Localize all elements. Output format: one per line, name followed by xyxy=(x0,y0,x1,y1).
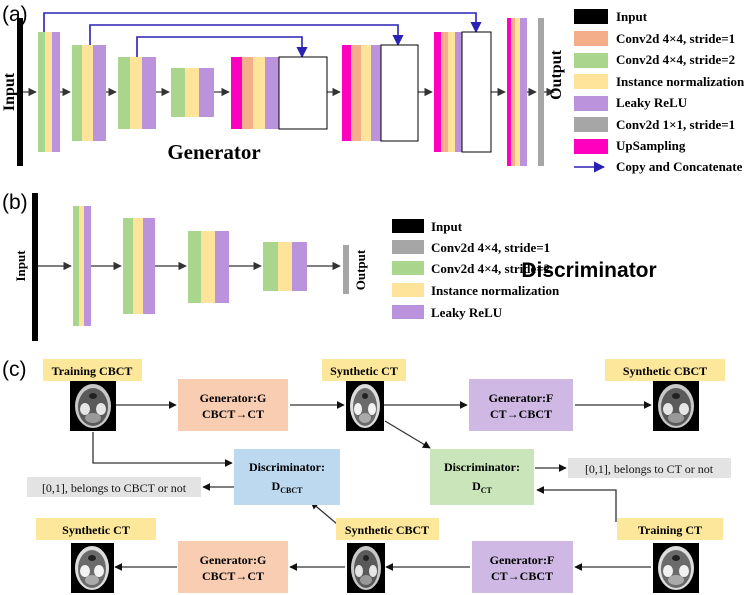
discriminator-block-4 xyxy=(263,242,307,291)
cycle-arrows xyxy=(92,401,652,571)
gen-g-bottom-line2: CBCT→CT xyxy=(202,569,264,583)
skip-connections xyxy=(43,12,482,59)
discriminator-legend: Input Conv2d 4×4, stride=1 Conv2d 4×4, s… xyxy=(392,219,560,320)
out-ct-text: [0,1], belongs to CT or not xyxy=(585,462,714,476)
panel-b: (b) Input xyxy=(2,191,657,341)
legend-b-item-0: Input xyxy=(431,219,463,234)
ct-scan-icon xyxy=(653,381,699,431)
skip-arrow-3 xyxy=(136,36,308,59)
synthetic-ct-bottom-label: Synthetic CT xyxy=(62,523,130,537)
generator-conv1x1-bar xyxy=(538,18,544,166)
legend-a-item-1: Conv2d 4×4, stride=1 xyxy=(616,31,735,46)
disc-ct-line2: DCT xyxy=(472,479,492,495)
synthetic-cbct-top-label: Synthetic CBCT xyxy=(623,364,707,378)
panel-c: (c) Training CBCT Synthetic CT Synth xyxy=(2,358,731,593)
ct-scan-icon xyxy=(346,381,384,431)
gen-f-top-line2: CT→CBCT xyxy=(490,407,552,421)
legend-a-item-2: Conv2d 4×4, stride=2 xyxy=(616,52,735,67)
ct-scan-icon xyxy=(71,543,114,593)
generator-final-block xyxy=(507,18,544,166)
skip-arrow-1 xyxy=(43,12,482,34)
generator-legend: Input Conv2d 4×4, stride=1 Conv2d 4×4, s… xyxy=(574,9,745,174)
gen-g-top-line2: CBCT→CT xyxy=(202,407,264,421)
discriminator-title: Discriminator xyxy=(521,259,656,282)
legend-b-item-3: Instance normalization xyxy=(431,283,560,298)
generator-block-2 xyxy=(72,45,106,141)
disc-ct-line1: Discriminator: xyxy=(444,460,520,474)
disc-cbct-line2: DCBCT xyxy=(272,479,304,495)
legend-a-item-4: Leaky ReLU xyxy=(616,95,688,110)
legend-a-item-0: Input xyxy=(616,9,648,24)
synthetic-cbct-bottom-label: Synthetic CBCT xyxy=(345,523,429,537)
training-cbct-label: Training CBCT xyxy=(52,364,133,378)
skip-arrow-2 xyxy=(89,24,404,47)
generator-title: Generator xyxy=(167,140,260,164)
discriminator-outputs: [0,1], belongs to CBCT or not [0,1], bel… xyxy=(27,458,731,497)
discriminator-boxes: Discriminator: DCBCT Discriminator: DCT xyxy=(234,449,534,505)
panel-a-label: (a) xyxy=(2,3,28,26)
generator-boxes: Generator:G CBCT→CT Generator:F CT→CBCT … xyxy=(178,379,573,593)
generator-up-block-1 xyxy=(231,56,328,130)
legend-b-item-1: Conv2d 4×4, stride=1 xyxy=(431,240,550,255)
generator-block-1 xyxy=(38,32,60,152)
generator-input-label: Input xyxy=(1,72,18,111)
discriminator-input-bar xyxy=(32,193,38,341)
legend-b-item-4: Leaky ReLU xyxy=(431,305,503,320)
generator-output-label: Output xyxy=(548,49,565,99)
legend-a-item-7: Copy and Concatenate xyxy=(616,159,743,174)
panel-c-label: (c) xyxy=(2,358,27,381)
discriminator-block-3 xyxy=(188,231,229,303)
out-cbct-text: [0,1], belongs to CBCT or not xyxy=(42,481,187,495)
discriminator-output-label: Output xyxy=(353,249,368,290)
gen-f-bottom-line2: CT→CBCT xyxy=(491,569,553,583)
ct-scan-icon xyxy=(70,381,116,431)
legend-a-item-3: Instance normalization xyxy=(616,74,745,89)
legend-a-item-6: UpSampling xyxy=(616,138,686,153)
generator-block-3 xyxy=(118,57,156,129)
panel-b-label: (b) xyxy=(2,191,28,214)
ct-scan-icons xyxy=(70,381,699,593)
generator-block-4 xyxy=(171,68,214,117)
generator-up-block-3 xyxy=(434,31,492,153)
discriminator-output-bar xyxy=(343,245,349,294)
synthetic-ct-top-label: Synthetic CT xyxy=(330,364,398,378)
disc-cbct-line1: Discriminator: xyxy=(249,460,325,474)
discriminator-block-2 xyxy=(123,218,155,314)
generator-input-bar xyxy=(17,18,23,166)
legend-b-item-2: Conv2d 4×4, stride=2 xyxy=(431,261,550,276)
legend-a-item-5: Conv2d 1×1, stride=1 xyxy=(616,117,735,132)
gen-f-bottom-line1: Generator:F xyxy=(490,553,555,567)
generator-up-block-2 xyxy=(342,44,419,142)
ct-scan-icon xyxy=(653,543,699,593)
gen-g-bottom-line1: Generator:G xyxy=(200,553,267,567)
discriminator-block-1 xyxy=(73,206,91,326)
gen-g-top-line1: Generator:G xyxy=(200,391,267,405)
gen-f-top-line1: Generator:F xyxy=(489,391,554,405)
ct-scan-icon xyxy=(347,543,385,593)
training-ct-label: Training CT xyxy=(638,523,702,537)
image-labels: Training CBCT Synthetic CT Synthetic CBC… xyxy=(36,359,725,540)
panel-a: (a) Input xyxy=(1,3,745,174)
discriminator-input-label: Input xyxy=(13,250,28,282)
